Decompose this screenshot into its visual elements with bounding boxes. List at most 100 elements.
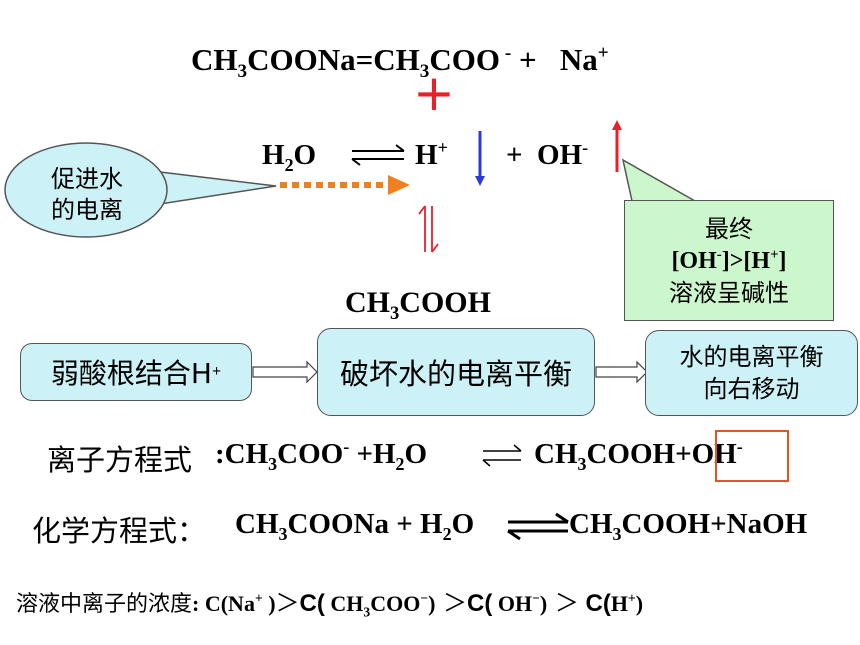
eq-subscript: 2 (442, 523, 452, 544)
callout-part: ]>[H (721, 247, 771, 274)
concentration-line: 溶液中离子的浓度: C(Na+ )＞C( CH3COO−) ＞C( OH−) ＞… (16, 583, 644, 620)
formula-plus: + (506, 139, 523, 171)
flow-box-2-text: 破坏水的电离平衡 (339, 357, 572, 391)
conc-part: ) (262, 591, 276, 616)
callout-line: 最终 (705, 214, 753, 243)
eq-subscript: 3 (612, 523, 622, 544)
eq-part: COONa=CH (247, 42, 420, 77)
eq-subscript: 3 (278, 523, 288, 544)
conc-sub: 3 (363, 604, 371, 620)
conc-part: ) (428, 591, 436, 616)
plus-oh: + OH- (506, 137, 589, 172)
flow-box-1-text: 弱酸根结合H (50, 357, 212, 390)
red-plus-sign: + (413, 64, 455, 122)
eq-sodium: Na (559, 42, 598, 77)
flow-box-3: 水的电离平衡 向右移动 (645, 330, 858, 416)
callout-line: 促进水 (51, 165, 123, 193)
formula-part: CH (345, 286, 390, 319)
hydroxide-highlight-frame (715, 430, 789, 482)
eq-subscript: 3 (419, 61, 430, 83)
red-up-arrow (612, 120, 622, 172)
flow-arrow-1 (252, 360, 318, 384)
conc-part: H (610, 591, 628, 616)
conc-sup: + (627, 590, 636, 606)
formula-superscript: + (437, 137, 448, 158)
callout-line: 溶液呈碱性 (669, 278, 789, 307)
eq-part: COONa + H (287, 508, 443, 540)
eq-superscript: - (343, 436, 350, 457)
conc-part: C( (299, 590, 325, 617)
eq-part: CH (224, 438, 269, 470)
conc-sup: + (254, 590, 263, 606)
right-callout-pointer (621, 158, 698, 202)
eq-subscript: 3 (237, 61, 248, 83)
conc-gt: ＞ (275, 589, 300, 617)
blue-down-arrow (475, 131, 485, 186)
callout-formula-line: [OH-]>[H+] (671, 245, 786, 277)
conc-part: C( (578, 590, 611, 617)
eq-superscript: - (500, 42, 512, 64)
water-formula: H2O (262, 139, 316, 175)
eq-part: : (215, 438, 225, 470)
callout-part: [OH (671, 247, 717, 274)
conc-part: C(Na (204, 591, 255, 616)
hydrogen-ion: H+ (415, 137, 448, 172)
chem-eq-right: CH3COOH+NaOH (569, 508, 808, 544)
callout-sup: - (716, 246, 722, 263)
callout-part: ] (778, 247, 787, 274)
left-callout-text: 促进水 的电离 (46, 164, 128, 226)
callout-sup: + (770, 246, 779, 263)
eq-part: CH (191, 42, 238, 77)
equilibrium-arrow (351, 144, 405, 166)
eq-part: COO (429, 42, 501, 77)
conc-part: CH (324, 591, 364, 616)
eq-subscript: 3 (268, 453, 278, 474)
eq-hydroxide: OH (691, 438, 737, 470)
ionic-eq-label: 离子方程式 (47, 443, 193, 477)
top-equation: CH3COONa=CH3COO - + Na+ (191, 42, 609, 81)
conc-sup: − (532, 590, 540, 606)
eq-part: +H (349, 438, 396, 470)
formula-superscript: - (582, 137, 589, 158)
conc-label: 溶液中离子的浓度 (16, 592, 193, 617)
eq-part: CH (235, 508, 279, 540)
chemical-equilibrium-arrow (507, 512, 569, 541)
eq-part: O (404, 438, 428, 470)
eq-plus: + (511, 42, 537, 77)
conc-sup: − (420, 590, 429, 606)
ionic-equilibrium-arrow (482, 444, 522, 467)
flow-box-2: 破坏水的电离平衡 (317, 328, 595, 416)
left-callout-bubble (4, 142, 277, 238)
eq-superscript: - (736, 436, 743, 457)
flow-box-3-line: 水的电离平衡 (679, 343, 824, 371)
right-callout-box: 最终 [OH-]>[H+] 溶液呈碱性 (624, 200, 834, 321)
formula-part: COOH (399, 286, 491, 319)
chem-eq-label: 化学方程式： (32, 514, 207, 548)
eq-superscript: + (597, 42, 609, 64)
orange-dotted-arrow (280, 175, 410, 195)
ionic-eq-right: CH3COOH+OH- (534, 436, 743, 472)
formula-subscript: 3 (390, 303, 400, 324)
eq-part: COOH+ (586, 438, 692, 470)
eq-part: COOH+NaOH (621, 508, 808, 540)
chem-eq-left: CH3COONa + H2O (235, 508, 475, 544)
formula-part: H (415, 139, 438, 171)
formula-part: H (262, 139, 285, 171)
acetic-acid: CH3COOH (345, 286, 491, 323)
conc-part: ) (635, 591, 644, 616)
eq-part: CH (534, 438, 578, 470)
conc-part: ) (539, 591, 548, 616)
eq-part: COO (277, 438, 344, 470)
callout-line: 的电离 (51, 196, 123, 224)
formula-subscript: 2 (284, 154, 294, 175)
flow-box-1: 弱酸根结合H+ (20, 343, 252, 401)
conc-part: : (192, 591, 205, 616)
ionic-eq-left: :CH3COO- +H2O (215, 436, 428, 474)
conc-part: COO (370, 591, 421, 616)
vertical-equilibrium-arrow (418, 205, 439, 253)
conc-part: OH (492, 591, 533, 616)
formula-part: OH (537, 139, 583, 171)
eq-part: O (451, 508, 475, 540)
eq-part: CH (569, 508, 613, 540)
conc-part: C( (467, 590, 493, 617)
